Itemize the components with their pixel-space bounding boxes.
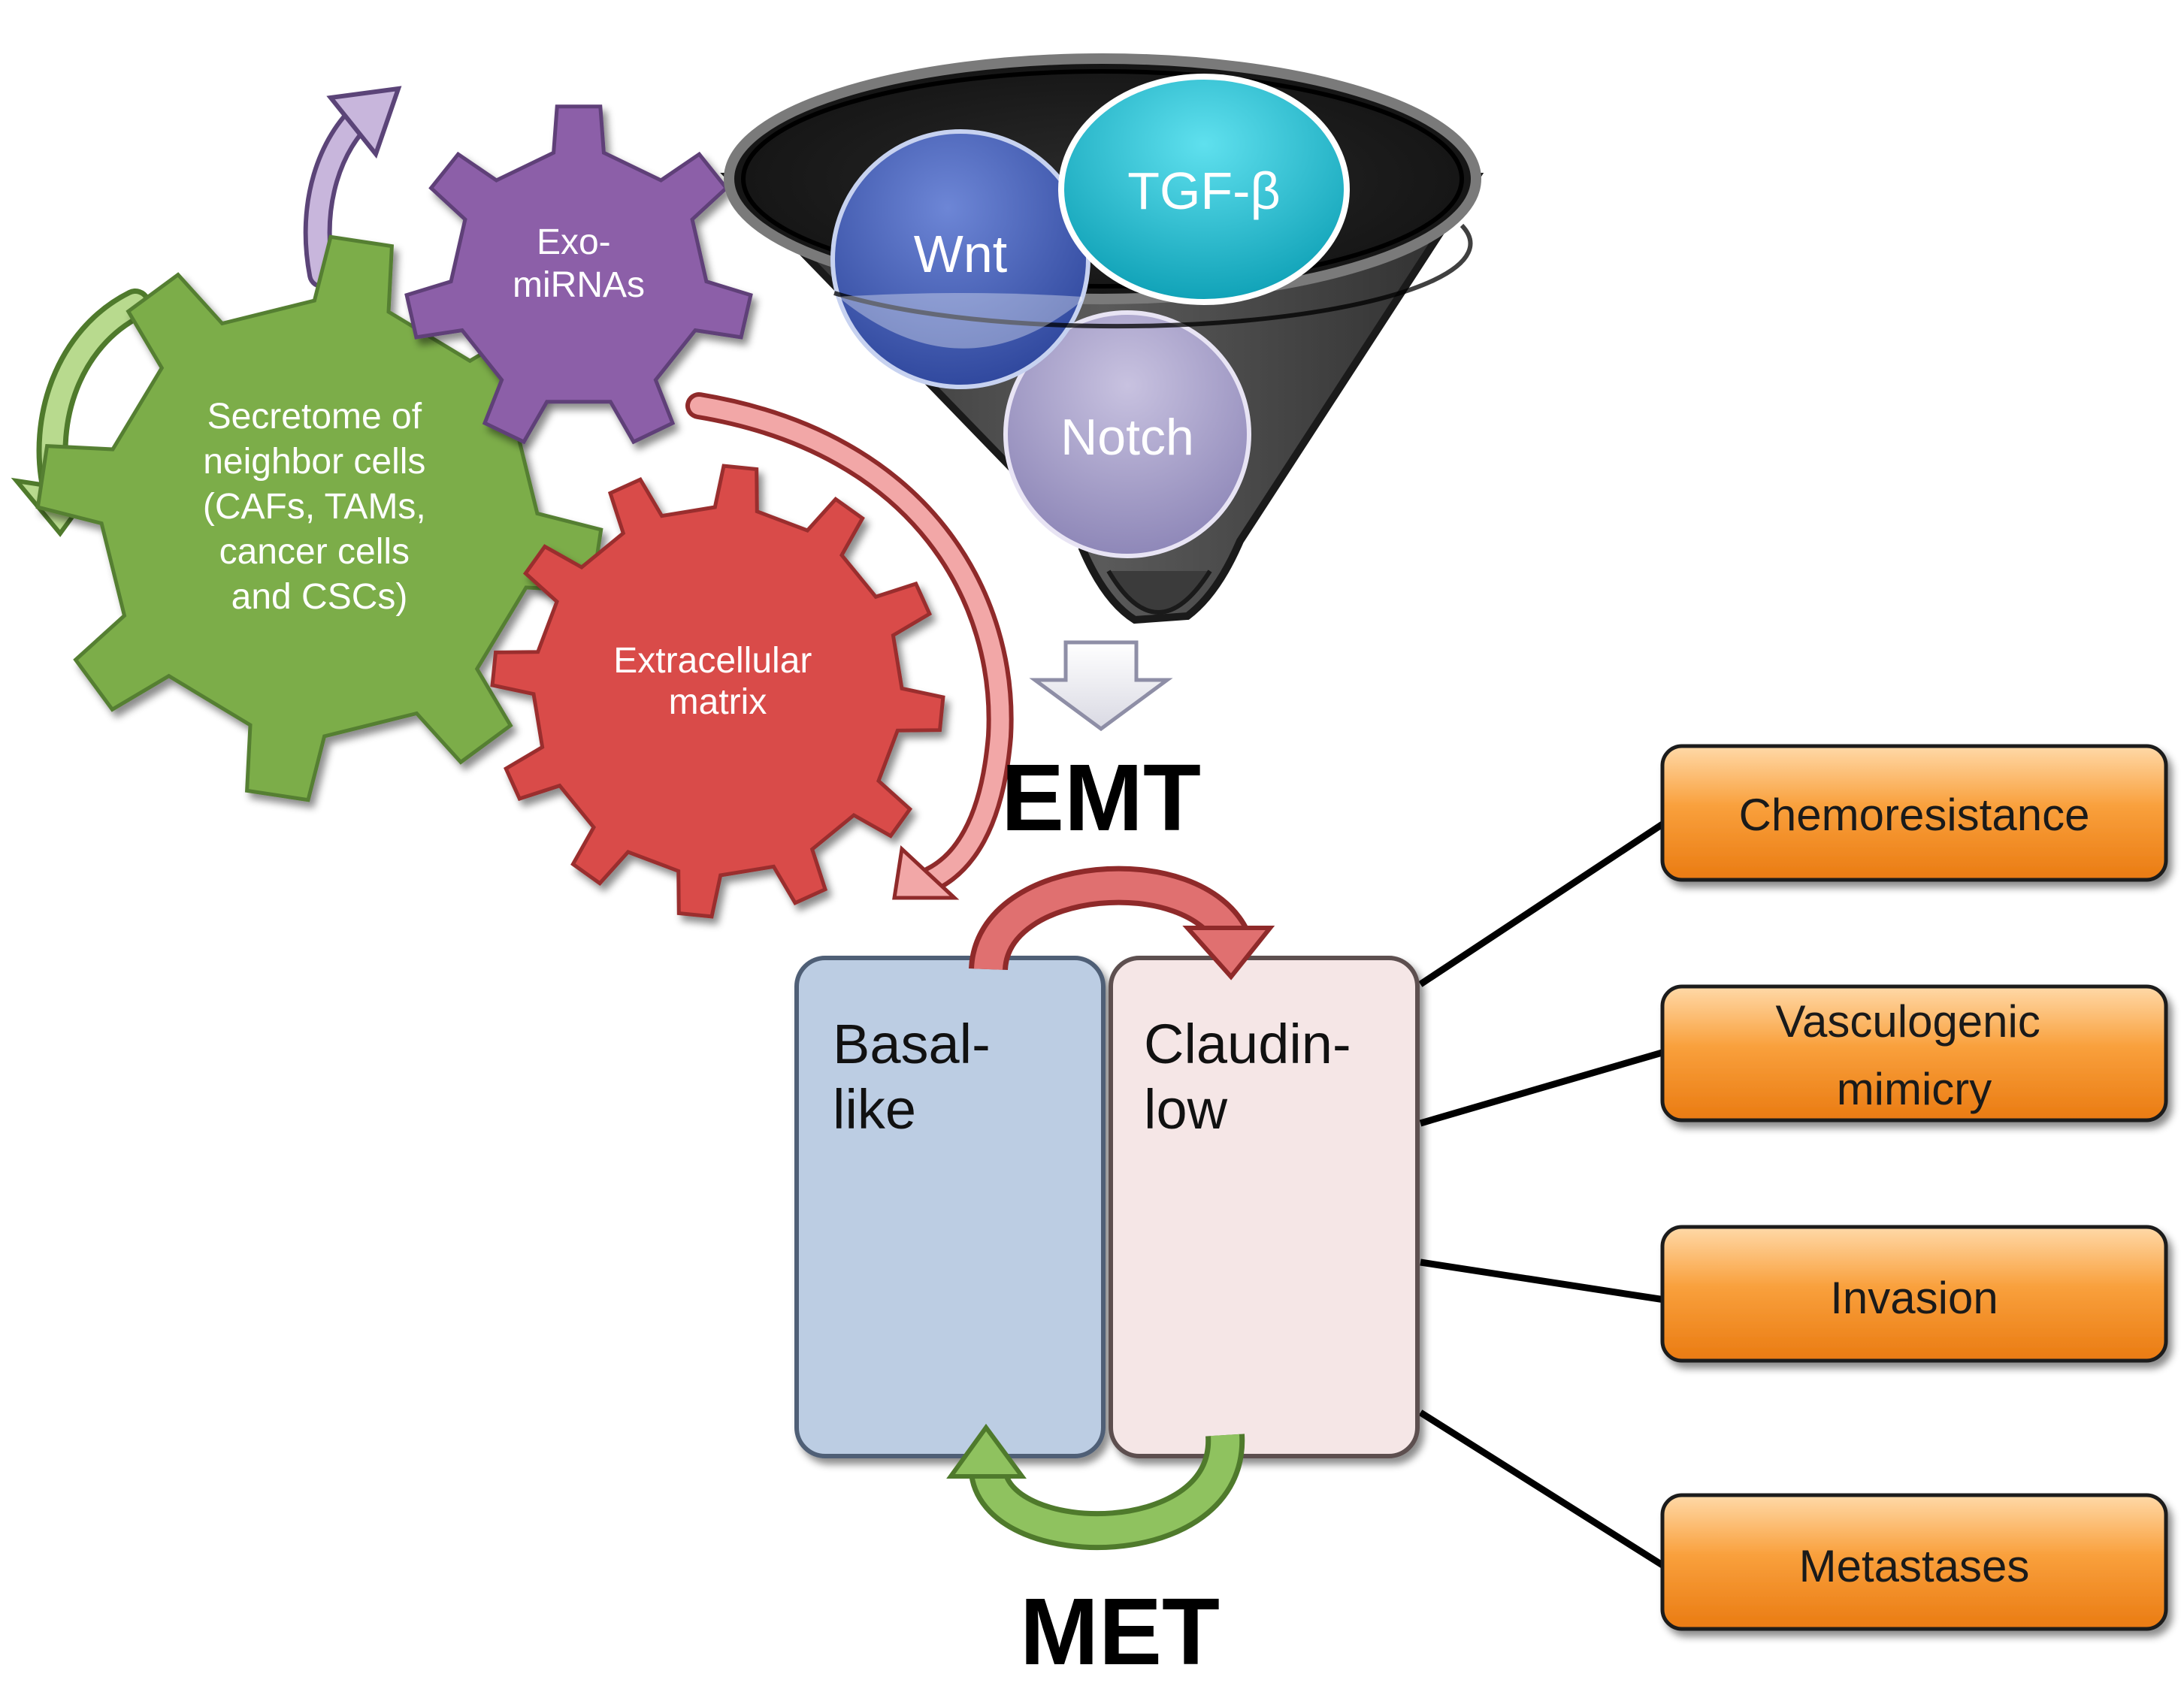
met-label: MET bbox=[1020, 1579, 1220, 1684]
wnt-glass-overlay bbox=[838, 293, 1082, 349]
tgf-beta-circle: TGF-β bbox=[1058, 74, 1350, 305]
extracellular-matrix-gear: Extracellular matrix bbox=[490, 464, 945, 919]
outcome-vasculogenic-mimicry-label: Vasculogenic mimicry bbox=[1775, 996, 2052, 1114]
connector-line bbox=[1419, 1048, 1666, 1127]
claudin-line-1: Claudin- bbox=[1144, 1013, 1351, 1075]
emt-label: EMT bbox=[1001, 745, 1201, 851]
exo-mirnas-gear-shape bbox=[404, 104, 753, 445]
secretome-line-4: cancer cells bbox=[219, 532, 410, 572]
emt-arrow bbox=[969, 866, 1275, 980]
secretome-gear: Secretome of neighbor cells (CAFs, TAMs,… bbox=[35, 234, 603, 802]
signaling-funnel: Notch Wnt TGF-β bbox=[720, 53, 1484, 624]
tgf-beta-label: TGF-β bbox=[1127, 162, 1281, 220]
connector-line bbox=[1418, 1410, 1667, 1570]
connector-line bbox=[1418, 820, 1667, 987]
wnt-label: Wnt bbox=[914, 225, 1007, 283]
exo-mirnas-gear-label: Exo- miRNAs bbox=[513, 222, 645, 305]
connector-lines bbox=[1418, 820, 1667, 1570]
secretome-line-2: neighbor cells bbox=[203, 442, 425, 482]
secretome-gear-label: Secretome of neighbor cells (CAFs, TAMs,… bbox=[203, 397, 436, 617]
basal-like-panel bbox=[794, 956, 1106, 1458]
notch-circle: Notch bbox=[1003, 310, 1251, 558]
claudin-low-panel bbox=[1109, 956, 1420, 1458]
exo-line-2: miRNAs bbox=[513, 265, 645, 305]
secretome-line-3: (CAFs, TAMs, bbox=[203, 487, 426, 527]
outcome-metastases bbox=[1660, 1493, 2168, 1631]
outcome-vasculogenic-mimicry bbox=[1660, 984, 2168, 1122]
secretome-line-5: and CSCs) bbox=[231, 577, 408, 617]
funnel-spout bbox=[1106, 570, 1212, 615]
extracellular-matrix-gear-shape bbox=[490, 464, 945, 919]
red-curved-arrow bbox=[685, 392, 1014, 900]
purple-curved-arrow bbox=[303, 86, 402, 289]
vasculogenic-line-1: Vasculogenic bbox=[1775, 996, 2040, 1047]
outcome-invasion bbox=[1660, 1225, 2168, 1363]
vasculogenic-line-2: mimicry bbox=[1837, 1064, 1992, 1114]
outcome-chemoresistance bbox=[1660, 744, 2168, 882]
secretome-line-1: Secretome of bbox=[207, 397, 422, 437]
outcome-chemoresistance-label: Chemoresistance bbox=[1739, 790, 2090, 840]
ecm-line-2: matrix bbox=[669, 682, 767, 722]
connector-line bbox=[1420, 1258, 1665, 1304]
funnel-rim-inner bbox=[741, 69, 1464, 289]
wnt-circle: Wnt bbox=[830, 129, 1090, 389]
met-arrow bbox=[946, 1423, 1245, 1551]
funnel-front-rim bbox=[833, 223, 1473, 329]
down-arrow-icon bbox=[1029, 640, 1173, 732]
exo-mirnas-gear: Exo- miRNAs bbox=[404, 104, 753, 445]
ecm-line-1: Extracellular bbox=[613, 641, 812, 681]
basal-line-2: like bbox=[833, 1078, 916, 1141]
basal-line-1: Basal- bbox=[833, 1013, 991, 1075]
outcome-invasion-label: Invasion bbox=[1830, 1273, 1998, 1323]
claudin-low-label: Claudin- low bbox=[1144, 1013, 1366, 1141]
claudin-line-2: low bbox=[1144, 1078, 1228, 1141]
notch-label: Notch bbox=[1060, 409, 1194, 466]
outcome-metastases-label: Metastases bbox=[1799, 1541, 2030, 1591]
basal-like-label: Basal- like bbox=[833, 1013, 1006, 1141]
exo-line-1: Exo- bbox=[537, 222, 611, 262]
extracellular-matrix-gear-label: Extracellular matrix bbox=[613, 641, 821, 722]
subtype-box bbox=[794, 956, 1420, 1458]
